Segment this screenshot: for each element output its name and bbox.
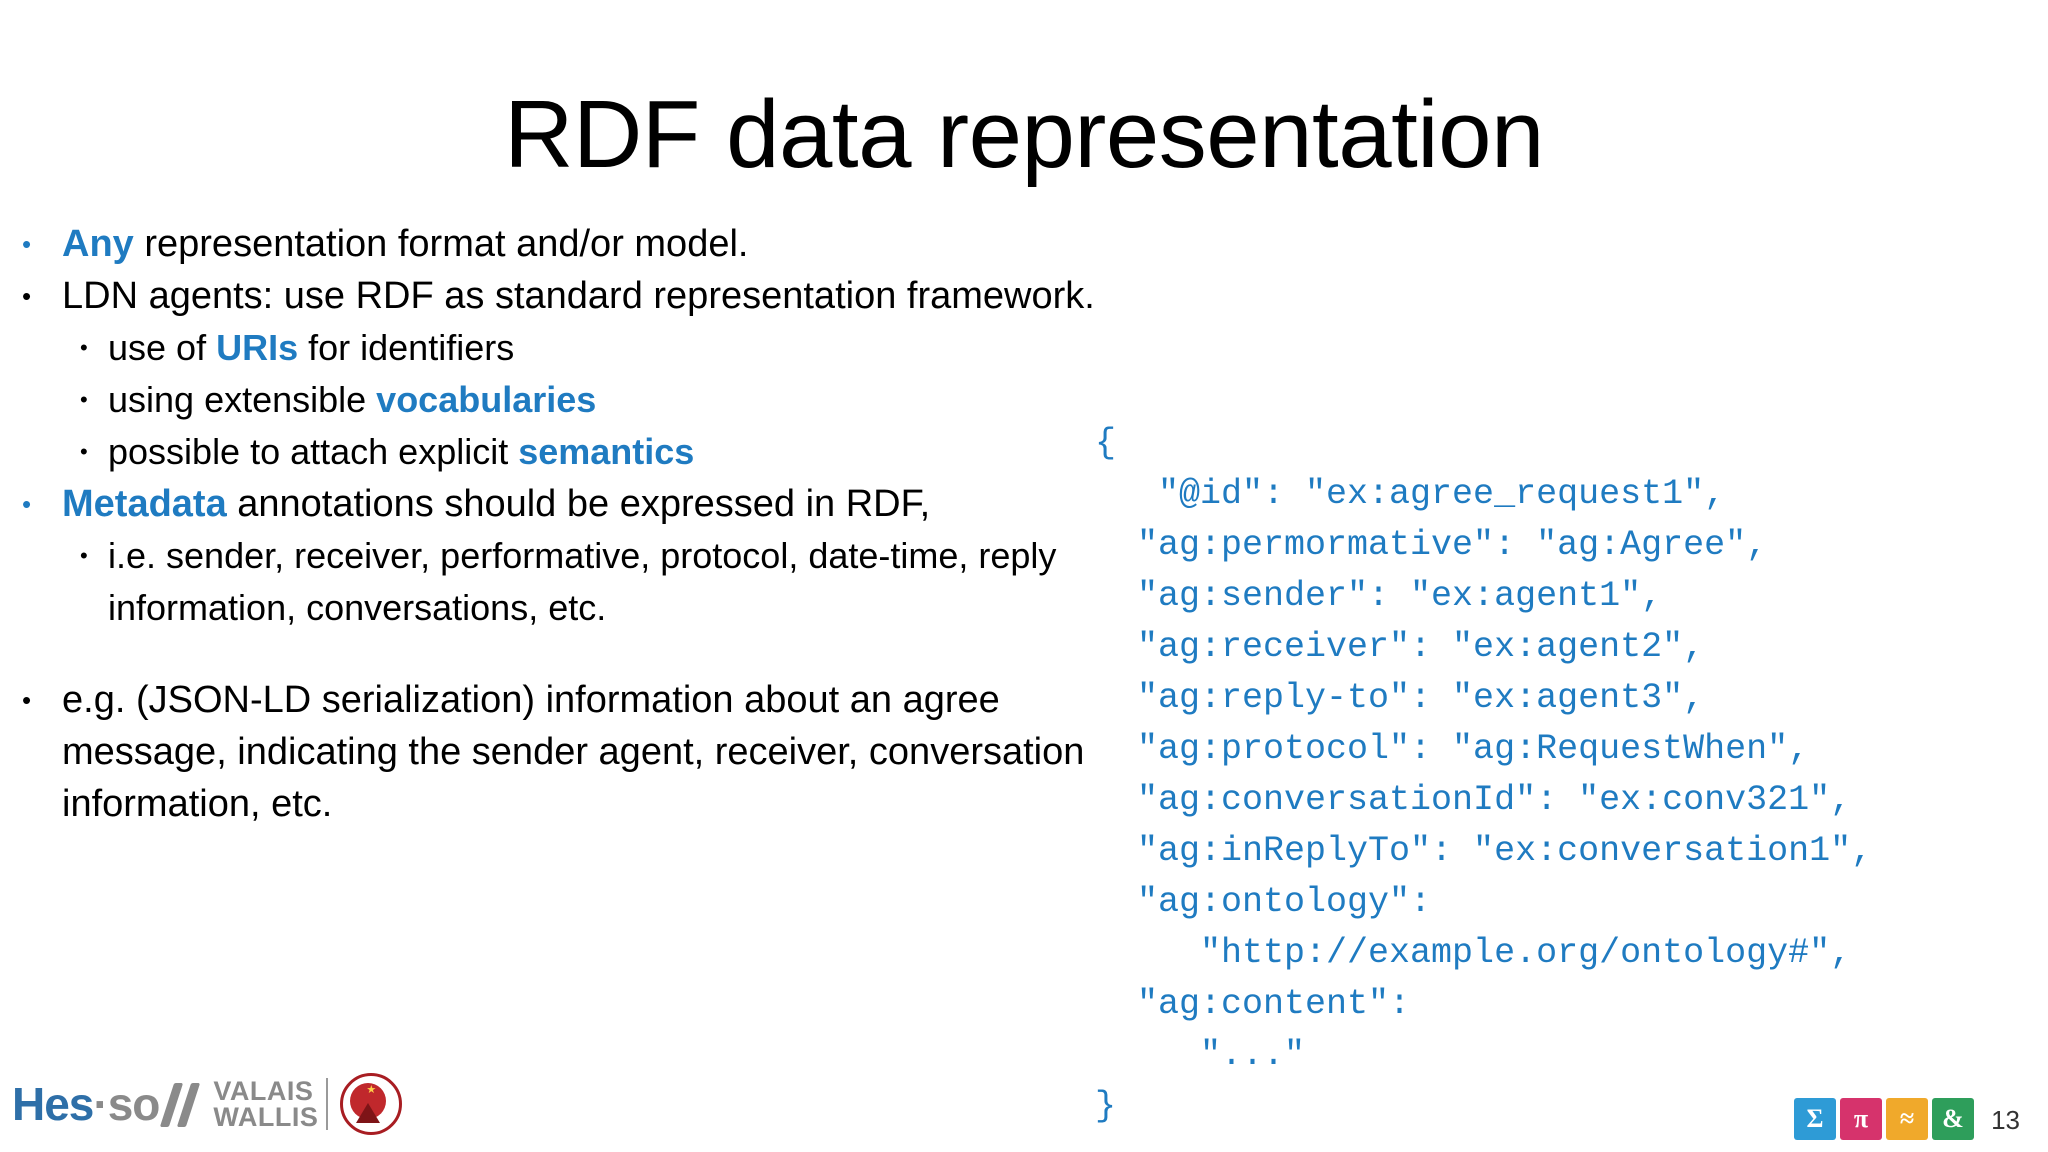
bullet-dot-icon: •	[80, 387, 88, 412]
bullet-span: use of	[108, 327, 217, 368]
code-line: {	[1095, 423, 1117, 463]
bullet-span: for identifiers	[298, 327, 515, 368]
code-line: "ag:ontology":	[1095, 882, 1432, 922]
bullet-item: • Any representation format and/or model.	[10, 218, 1120, 270]
page-number: 13	[1991, 1105, 2020, 1135]
bullet-span: using extensible	[108, 379, 377, 420]
bullet-text: Metadata annotations should be expressed…	[62, 478, 1120, 530]
bullet-item: • Metadata annotations should be expresse…	[10, 478, 1120, 530]
bullet-highlight: vocabularies	[376, 379, 597, 420]
code-line: "http://example.org/ontology#",	[1095, 933, 1852, 973]
code-line: }	[1095, 1086, 1117, 1126]
sigma-badge[interactable]: Σ	[1794, 1098, 1836, 1140]
bullet-text: LDN agents: use RDF as standard represen…	[62, 270, 1120, 322]
code-line: "@id": "ex:agree_request1",	[1095, 474, 1726, 514]
bullet-span: i.e. sender, receiver, performative, pro…	[108, 535, 1057, 628]
bullet-list: • Any representation format and/or model.…	[10, 218, 1120, 830]
bullet-span: LDN agents: use RDF as standard represen…	[62, 275, 1095, 317]
bullet-item: • e.g. (JSON-LD serialization) informatio…	[10, 674, 1120, 830]
hes-so-logo: Hes·so VALAIS WALLIS ★	[12, 1072, 403, 1136]
bullet-span: representation format and/or model.	[133, 223, 749, 265]
logo-name-separator: ·so	[93, 1078, 160, 1130]
logo-region: VALAIS WALLIS	[213, 1076, 329, 1132]
bullet-item: • LDN agents: use RDF as standard represe…	[10, 270, 1120, 322]
bullet-span: annotations should be expressed in RDF,	[226, 483, 931, 525]
code-line: "ag:sender": "ex:agent1",	[1095, 576, 1663, 616]
page-title: RDF data representation	[504, 81, 1544, 189]
ampersand-badge[interactable]: &	[1932, 1098, 1974, 1140]
bullet-dot-icon: •	[22, 685, 32, 715]
bullet-highlight: URIs	[216, 327, 299, 368]
bullet-spacer	[10, 634, 1120, 674]
bullet-text: use of URIs for identifiers	[108, 322, 1120, 374]
bullet-dot-icon: •	[22, 229, 32, 259]
pi-badge[interactable]: π	[1840, 1098, 1882, 1140]
code-line: "ag:content":	[1095, 984, 1411, 1024]
bullet-text: Any representation format and/or model.	[62, 218, 1120, 270]
jsonld-code-block: { "@id": "ex:agree_request1", "ag:permor…	[1095, 418, 2035, 1132]
code-line: "ag:protocol": "ag:RequestWhen",	[1095, 729, 1810, 769]
approx-badge[interactable]: ≈	[1886, 1098, 1928, 1140]
bullet-text: possible to attach explicit semantics	[108, 426, 1120, 478]
code-line: "ag:reply-to": "ex:agent3",	[1095, 678, 1705, 718]
bullet-dot-icon: •	[80, 543, 88, 568]
logo-wordmark: Hes·so	[12, 1078, 160, 1130]
logo-name-part1: Hes	[12, 1078, 94, 1130]
bullet-highlight: Metadata	[62, 483, 227, 525]
code-line: "ag:receiver": "ex:agent2",	[1095, 627, 1705, 667]
code-line: "ag:inReplyTo": "ex:conversation1",	[1095, 831, 1873, 871]
code-line: "ag:conversationId": "ex:conv321",	[1095, 780, 1852, 820]
logo-region-line1: VALAIS	[213, 1076, 314, 1106]
bullet-highlight: semantics	[518, 431, 695, 472]
bullet-dot-icon: •	[80, 439, 88, 464]
bullet-dot-icon: •	[22, 489, 32, 519]
bullet-item: • using extensible vocabularies	[58, 374, 1120, 426]
valais-excellence-seal-icon: ★	[340, 1073, 403, 1135]
bullet-highlight: Any	[62, 223, 134, 265]
bullet-item: • possible to attach explicit semantics	[58, 426, 1120, 478]
bullet-item: • use of URIs for identifiers	[58, 322, 1120, 374]
bullet-item: • i.e. sender, receiver, performative, pr…	[58, 530, 1120, 634]
bullet-text: e.g. (JSON-LD serialization) information…	[62, 674, 1120, 830]
bullet-text: i.e. sender, receiver, performative, pro…	[108, 530, 1120, 634]
logo-slashes-icon	[160, 1081, 207, 1127]
code-line: "..."	[1095, 1035, 1306, 1075]
bullet-span: e.g. (JSON-LD serialization) information…	[62, 679, 1085, 825]
bullet-span: possible to attach explicit	[108, 431, 519, 472]
code-line: "ag:permormative": "ag:Agree",	[1095, 525, 1768, 565]
bullet-dot-icon: •	[22, 281, 32, 311]
logo-region-line2: WALLIS	[213, 1102, 319, 1132]
bullet-text: using extensible vocabularies	[108, 374, 1120, 426]
bullet-dot-icon: •	[80, 335, 88, 360]
